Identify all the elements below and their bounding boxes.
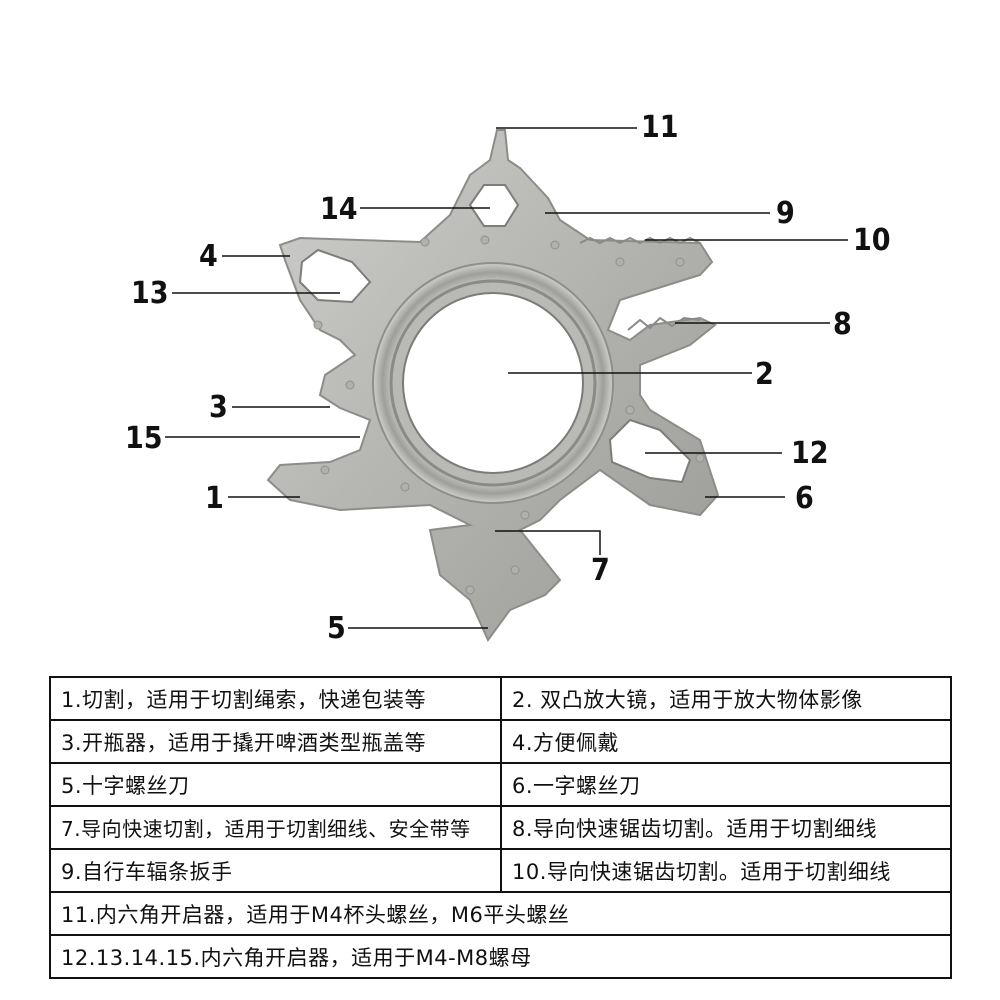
leader-lines bbox=[165, 127, 848, 629]
table-cell: 7.导向快速切割，适用于切割细线、安全带等 bbox=[49, 805, 502, 850]
table-cell: 3.开瓶器，适用于撬开啤酒类型瓶盖等 bbox=[49, 719, 502, 764]
table-cell: 12.13.14.15.内六角开启器，适用于M4-M8螺母 bbox=[49, 934, 952, 979]
table-row: 7.导向快速切割，适用于切割细线、安全带等 8.导向快速锯齿切割。适用于切割细线 bbox=[49, 805, 952, 850]
callout-4: 4 bbox=[199, 239, 218, 274]
callout-9: 9 bbox=[776, 196, 795, 231]
callout-12: 12 bbox=[791, 436, 829, 471]
table-row: 11.内六角开启器，适用于M4杯头螺丝，M6平头螺丝 bbox=[49, 891, 952, 936]
feature-table: 1.切割，适用于切割绳索，快递包装等 2. 双凸放大镜，适用于放大物体影像 3.… bbox=[49, 676, 952, 979]
hex-opening-12 bbox=[608, 418, 692, 484]
table-row: 12.13.14.15.内六角开启器，适用于M4-M8螺母 bbox=[49, 934, 952, 979]
table-cell: 2. 双凸放大镜，适用于放大物体影像 bbox=[500, 676, 952, 721]
callout-1: 1 bbox=[205, 481, 224, 516]
table-row: 9.自行车辐条扳手 10.导向快速锯齿切割。适用于切割细线 bbox=[49, 848, 952, 893]
saw-edge-10 bbox=[579, 236, 701, 245]
table-cell: 5.十字螺丝刀 bbox=[49, 762, 502, 807]
callout-6: 6 bbox=[795, 481, 814, 516]
saw-edge-8 bbox=[627, 316, 701, 331]
callout-2: 2 bbox=[755, 357, 774, 392]
table-cell: 9.自行车辐条扳手 bbox=[49, 848, 502, 893]
table-cell: 11.内六角开启器，适用于M4杯头螺丝，M6平头螺丝 bbox=[49, 891, 952, 936]
callout-11: 11 bbox=[641, 110, 679, 145]
table-row: 1.切割，适用于切割绳索，快递包装等 2. 双凸放大镜，适用于放大物体影像 bbox=[49, 676, 952, 721]
table-row: 5.十字螺丝刀 6.一字螺丝刀 bbox=[49, 762, 952, 807]
callout-7: 7 bbox=[591, 553, 610, 588]
callout-14: 14 bbox=[320, 192, 358, 227]
hex-opening-13 bbox=[298, 248, 372, 304]
table-cell: 1.切割，适用于切割绳索，快递包装等 bbox=[49, 676, 502, 721]
callout-10: 10 bbox=[853, 223, 891, 258]
product-diagram: 11 14 9 10 4 13 8 2 3 15 12 1 6 7 5 bbox=[125, 110, 891, 646]
hex-opening-14 bbox=[468, 184, 520, 227]
callout-15: 15 bbox=[125, 421, 163, 456]
table-cell: 8.导向快速锯齿切割。适用于切割细线 bbox=[500, 805, 952, 850]
table-cell: 4.方便佩戴 bbox=[500, 719, 952, 764]
table-cell: 10.导向快速锯齿切割。适用于切割细线 bbox=[500, 848, 952, 893]
callout-13: 13 bbox=[131, 276, 169, 311]
callout-8: 8 bbox=[833, 307, 852, 342]
multitool-illustration bbox=[165, 127, 848, 642]
table-row: 3.开瓶器，适用于撬开啤酒类型瓶盖等 4.方便佩戴 bbox=[49, 719, 952, 764]
callout-3: 3 bbox=[209, 390, 228, 425]
callout-5: 5 bbox=[327, 611, 346, 646]
magnifier-lens bbox=[402, 292, 584, 474]
table-cell: 6.一字螺丝刀 bbox=[500, 762, 952, 807]
rivet-dots bbox=[313, 235, 705, 595]
